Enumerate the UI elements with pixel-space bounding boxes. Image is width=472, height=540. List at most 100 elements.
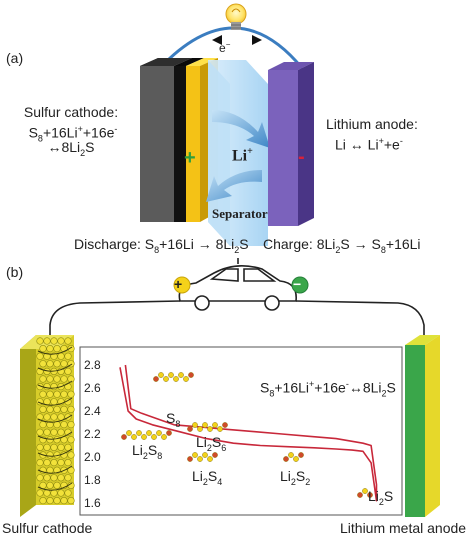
sulfur-particle bbox=[57, 459, 65, 467]
sulfur-particle bbox=[36, 459, 44, 467]
sulfur-particle bbox=[67, 390, 75, 398]
lithium-metal-anode-label: Lithium metal anode bbox=[340, 520, 467, 536]
sulfur-particle bbox=[50, 474, 58, 482]
sulfur-particle bbox=[60, 497, 68, 505]
sulfur-particle bbox=[60, 421, 68, 429]
species-li2s: Li2S bbox=[368, 488, 394, 507]
sulfur-particle bbox=[67, 375, 75, 383]
y-tick-label: 2.0 bbox=[84, 450, 101, 464]
sulfur-particle bbox=[64, 337, 72, 345]
li2s-molecule-icon bbox=[357, 488, 373, 498]
sulfur-particle bbox=[50, 337, 58, 345]
carbon-fiber bbox=[37, 346, 73, 355]
positive-terminal-sign: + bbox=[174, 276, 183, 292]
species-li2s6: Li2S6 bbox=[196, 434, 227, 453]
li2s6-molecule-icon bbox=[187, 422, 228, 432]
discharge-reaction: Discharge: S8+16Li → 8Li2S bbox=[74, 236, 249, 255]
sulfur-particle bbox=[53, 375, 61, 383]
species-li2s4: Li2S4 bbox=[192, 468, 223, 487]
carbon-fiber bbox=[37, 380, 73, 389]
cathode-plus-sign: + bbox=[184, 147, 196, 169]
sulfur-particle bbox=[60, 375, 68, 383]
sulfur-particle bbox=[46, 344, 54, 353]
light-bulb-icon bbox=[225, 3, 247, 30]
sulfur-particle bbox=[64, 474, 72, 482]
sulfur-particle bbox=[67, 344, 75, 353]
li2s4-molecule-icon bbox=[187, 452, 218, 462]
sulfur-particle bbox=[46, 405, 54, 413]
sulfur-particle bbox=[39, 360, 47, 368]
sulfur-particle bbox=[64, 489, 72, 497]
li2s2-molecule-icon bbox=[283, 452, 304, 462]
sulfur-particle bbox=[43, 337, 51, 345]
sulfur-particle bbox=[67, 405, 75, 413]
cathode-reaction-line-2: ↔8Li2S bbox=[47, 139, 95, 158]
sulfur-particle bbox=[39, 421, 47, 429]
sulfur-particle bbox=[46, 481, 54, 489]
sulfur-particle bbox=[50, 398, 58, 406]
sulfur-particle bbox=[36, 489, 44, 497]
sulfur-particle bbox=[50, 413, 58, 421]
sulfur-particle bbox=[67, 451, 75, 459]
sulfur-particle bbox=[43, 474, 51, 482]
sulfur-particle bbox=[53, 497, 61, 505]
sulfur-particle bbox=[39, 405, 47, 413]
anode-title: Lithium anode: bbox=[326, 116, 418, 132]
species-li2s2: Li2S2 bbox=[280, 468, 311, 487]
negative-terminal-icon bbox=[291, 276, 309, 294]
sulfur-particle bbox=[46, 421, 54, 429]
sulfur-particle bbox=[60, 390, 68, 398]
ion-arrow-back-icon bbox=[206, 170, 262, 202]
sulfur-cathode-label: Sulfur cathode bbox=[2, 520, 93, 536]
sulfur-particle bbox=[36, 474, 44, 482]
carbon-fiber bbox=[37, 414, 73, 423]
sulfur-particle bbox=[46, 436, 54, 444]
sulfur-particle bbox=[36, 413, 44, 421]
lithium-anode-slab-b bbox=[405, 335, 440, 517]
car-icon bbox=[178, 258, 297, 311]
carbon-fiber bbox=[37, 482, 73, 491]
sulfur-particle bbox=[36, 428, 44, 436]
panel-a-illustration bbox=[140, 3, 314, 246]
sulfur-particle bbox=[64, 443, 72, 451]
carbon-fiber bbox=[37, 363, 73, 372]
y-tick-label: 2.6 bbox=[84, 381, 101, 395]
y-tick-label: 2.4 bbox=[84, 404, 101, 418]
sulfur-particle bbox=[50, 428, 58, 436]
sulfur-particle bbox=[53, 344, 61, 353]
sulfur-particle bbox=[64, 367, 72, 375]
panel-b-illustration: 2.82.62.42.22.01.81.6 bbox=[20, 258, 440, 517]
carbon-fiber bbox=[37, 397, 73, 406]
separator-label: Separator bbox=[212, 206, 268, 221]
carbon-fiber bbox=[37, 448, 73, 457]
species-s8: S8 bbox=[166, 410, 181, 429]
sulfur-particle bbox=[53, 360, 61, 368]
sulfur-particle bbox=[36, 337, 44, 345]
electron-arrow-right-icon bbox=[252, 35, 262, 45]
sulfur-particle bbox=[50, 459, 58, 467]
sulfur-particle bbox=[36, 352, 44, 360]
sulfur-particle bbox=[43, 443, 51, 451]
sulfur-particle bbox=[67, 436, 75, 444]
sulfur-particle bbox=[46, 375, 54, 383]
carbon-fiber bbox=[37, 465, 73, 474]
positive-terminal-icon bbox=[173, 276, 191, 294]
sulfur-particle bbox=[60, 405, 68, 413]
sulfur-particle bbox=[64, 459, 72, 467]
sulfur-particle bbox=[39, 344, 47, 353]
sulfur-particle bbox=[57, 337, 65, 345]
sulfur-particle bbox=[43, 428, 51, 436]
sulfur-particle bbox=[53, 405, 61, 413]
electron-label: e− bbox=[219, 40, 231, 55]
y-tick-label: 1.8 bbox=[84, 473, 101, 487]
sulfur-particle bbox=[46, 390, 54, 398]
cathode-title: Sulfur cathode: bbox=[23, 104, 119, 120]
lithium-anode-slab bbox=[268, 62, 314, 226]
sulfur-particle bbox=[50, 383, 58, 391]
circuit-wire bbox=[49, 300, 425, 343]
sulfur-particle bbox=[57, 489, 65, 497]
sulfur-particle bbox=[43, 489, 51, 497]
sulfur-particle bbox=[57, 428, 65, 436]
ion-arrow-forward-icon bbox=[212, 110, 270, 148]
charge-reaction: Charge: 8Li2S → S8+16Li bbox=[263, 236, 421, 255]
